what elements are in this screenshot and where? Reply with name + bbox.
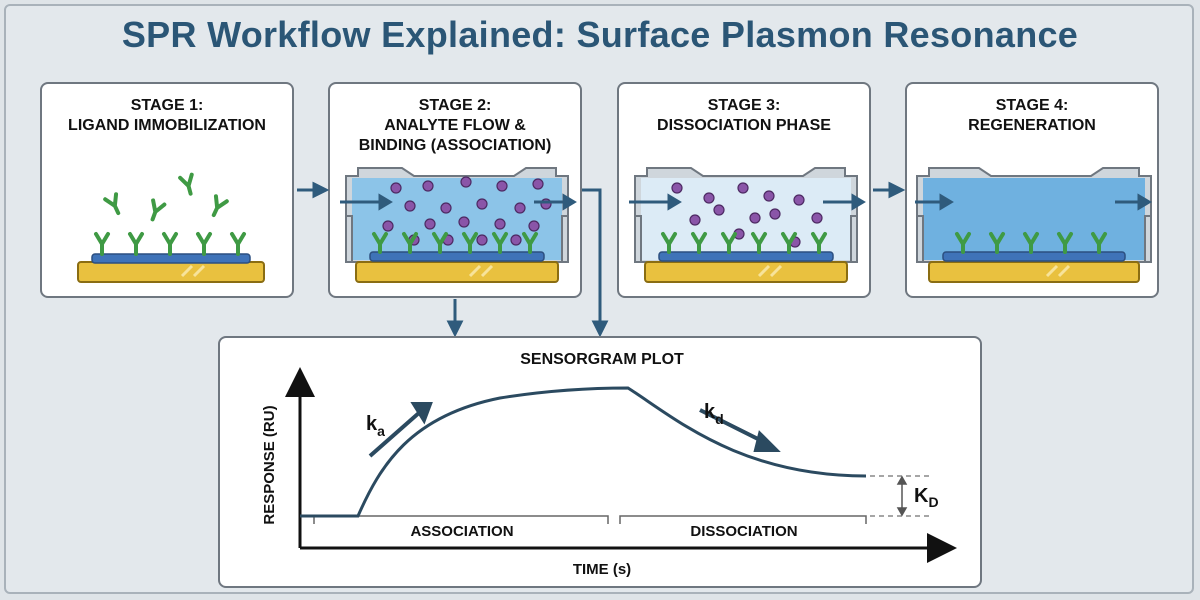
immobilized-ligand-icons [94,232,246,256]
diagram-title: SPR Workflow Explained: Surface Plasmon … [121,14,1079,55]
regeneration-solution [923,178,1145,260]
flow-arrow-icons [340,193,577,211]
kd-label: kd [704,401,724,427]
ka-label: ka [366,413,385,439]
sensorgram-title: SENSORGRAM PLOT [520,351,684,368]
stage-1-panel: STAGE 1: LIGAND IMMOBILIZATION [40,82,294,298]
analyte-molecule-icons [382,176,552,246]
dextran-layer [942,251,1126,262]
kd-guide-lines [870,475,932,517]
flow-channel-fluid [352,178,562,260]
gold-sensor-chip [928,261,1140,283]
gold-sensor-chip [644,261,848,283]
stage-1-title: STAGE 1: LIGAND IMMOBILIZATION [42,96,292,136]
KD-label: KD [914,485,939,510]
bound-ligand-icons [372,232,538,254]
flow-arrow-icons [915,193,1152,211]
stage-3-name: DISSOCIATION PHASE [657,117,831,134]
ka-arrow [368,402,433,458]
dissociation-phase-label: DISSOCIATION [690,523,797,540]
dissociation-illustration [629,167,866,283]
flow-arrow-icons [629,193,866,211]
stage-4-label: STAGE 4: [995,97,1069,114]
dextran-layer [658,251,834,262]
ligand-icons [661,232,827,254]
sensorgram-plot: SENSORGRAM PLOT RESPONSE (RU) TIME (s) A… [261,351,957,578]
stage-2-title: STAGE 2: ANALYTE FLOW & BINDING (ASSOCIA… [330,96,580,156]
stage-3-label: STAGE 3: [707,97,781,114]
stage-2-name-line2: BINDING (ASSOCIATION) [358,137,552,154]
stage-3-panel: STAGE 3: DISSOCIATION PHASE [617,82,871,298]
ligand-immobilization-illustration [77,172,265,283]
stage-1-label: STAGE 1: [130,97,204,114]
KD-double-arrow [896,475,908,517]
stage-3-title: STAGE 3: DISSOCIATION PHASE [619,96,869,136]
phase-brackets [313,515,867,524]
y-axis-label: RESPONSE (RU) [261,405,278,524]
free-ligand-icons [103,172,229,222]
x-axis-label: TIME (s) [573,561,631,578]
analyte-association-illustration [340,167,577,283]
gold-sensor-chip [355,261,559,283]
stage-2-panel: STAGE 2: ANALYTE FLOW & BINDING (ASSOCIA… [328,82,582,298]
ligand-icons [955,232,1107,254]
stage-2-name-line1: ANALYTE FLOW & [384,117,526,134]
regeneration-illustration [915,167,1152,283]
stage-4-title: STAGE 4: REGENERATION [907,96,1157,136]
sensorgram-panel: SENSORGRAM PLOT RESPONSE (RU) TIME (s) A… [218,336,982,588]
stage-4-panel: STAGE 4: REGENERATION [905,82,1159,298]
stage-2-label: STAGE 2: [418,97,492,114]
association-phase-label: ASSOCIATION [410,523,513,540]
released-analyte-icons [671,182,823,248]
kd-arrow [699,408,781,452]
sensorgram-curve [300,386,867,518]
stage-1-name: LIGAND IMMOBILIZATION [68,117,266,134]
stage-4-name: REGENERATION [968,117,1096,134]
gold-sensor-chip [77,261,265,283]
dextran-layer [369,251,545,262]
